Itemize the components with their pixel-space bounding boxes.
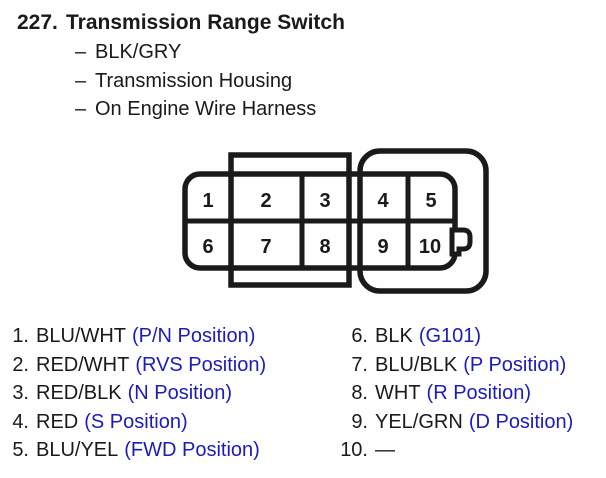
pin-wire-color: BLU/YEL [36, 439, 119, 461]
pin-row-number: 6. [351, 325, 368, 347]
pin-function: (D Position) [468, 410, 574, 433]
page-title-text: Transmission Range Switch [66, 11, 345, 34]
pin-row-number: 4. [12, 410, 29, 433]
pinout-column-right: 6. BLK (G101) 7. BLU/BLK (P Position) 8.… [337, 322, 573, 465]
pin-wire-color: RED [36, 410, 79, 433]
pin-function: (RVS Position) [135, 353, 267, 376]
pin-row: 6. BLK (G101) [337, 322, 573, 351]
pin-function: (FWD Position) [124, 439, 260, 461]
detail-item-label: Transmission Housing [95, 69, 293, 92]
pin-function: (R Position) [426, 382, 532, 404]
pin-row: 4. RED (S Position) [8, 408, 266, 437]
pin-wire-color: — [375, 439, 395, 461]
pin-row: 3. RED/BLK (N Position) [8, 379, 266, 408]
detail-list: – BLK/GRY – Transmission Housing – On En… [75, 38, 316, 124]
pin-5: 5 [425, 190, 436, 212]
dash-bullet: – [75, 98, 87, 120]
pin-row-number: 10. [340, 439, 368, 461]
pin-function: (N Position) [127, 382, 233, 404]
pin-7: 7 [260, 236, 271, 258]
connector-diagram: 1 2 3 4 5 6 7 8 9 10 [182, 148, 489, 294]
detail-item-label: BLK/GRY [95, 41, 182, 63]
pin-row-number: 2. [12, 353, 29, 376]
pin-6: 6 [202, 236, 213, 258]
pin-wire-color: WHT [375, 382, 421, 404]
pin-row: 9. YEL/GRN (D Position) [337, 408, 573, 437]
detail-item-label: On Engine Wire Harness [95, 98, 317, 120]
pin-row: 8. WHT (R Position) [337, 379, 573, 408]
pin-wire-color: RED/WHT [36, 353, 130, 376]
pinout-column-left: 1. BLU/WHT (P/N Position) 2. RED/WHT (RV… [8, 322, 266, 465]
dash-bullet: – [75, 41, 87, 63]
pin-function: (P Position) [463, 353, 567, 376]
detail-item: – On Engine Wire Harness [75, 95, 316, 124]
pin-9: 9 [377, 236, 388, 258]
connector-lock-tab [449, 227, 473, 257]
pin-2: 2 [260, 190, 271, 212]
pin-1: 1 [202, 190, 213, 212]
pin-numbers: 1 2 3 4 5 6 7 8 9 10 [202, 190, 441, 258]
pin-row: 5. BLU/YEL (FWD Position) [8, 436, 266, 465]
pin-row: 1. BLU/WHT (P/N Position) [8, 322, 266, 351]
pin-wire-color: BLK [375, 325, 413, 347]
pin-function: (G101) [418, 325, 482, 347]
pin-row-number: 1. [12, 325, 29, 347]
pin-10: 10 [419, 236, 441, 258]
item-number: 227. [17, 11, 58, 34]
pin-row-number: 7. [351, 353, 368, 376]
pin-wire-color: RED/BLK [36, 382, 122, 404]
pin-function: (S Position) [84, 410, 188, 433]
pin-row: 7. BLU/BLK (P Position) [337, 351, 573, 380]
pin-row: 2. RED/WHT (RVS Position) [8, 351, 266, 380]
pin-function: (P/N Position) [132, 325, 256, 347]
pin-row: 10. — [337, 436, 573, 465]
pin-wire-color: YEL/GRN [375, 410, 463, 433]
detail-item: – BLK/GRY [75, 38, 316, 67]
pin-row-number: 8. [351, 382, 368, 404]
pin-row-number: 5. [12, 439, 29, 461]
pin-8: 8 [319, 236, 330, 258]
detail-item: – Transmission Housing [75, 67, 316, 96]
connector-body [182, 171, 458, 271]
pin-row-number: 3. [12, 382, 29, 404]
pin-wire-color: BLU/BLK [375, 353, 458, 376]
pin-4: 4 [377, 190, 389, 212]
pin-row-number: 9. [351, 410, 368, 433]
dash-bullet: – [75, 69, 87, 92]
pin-3: 3 [319, 190, 330, 212]
page-title: 227. Transmission Range Switch [17, 10, 345, 36]
pin-wire-color: BLU/WHT [36, 325, 126, 347]
